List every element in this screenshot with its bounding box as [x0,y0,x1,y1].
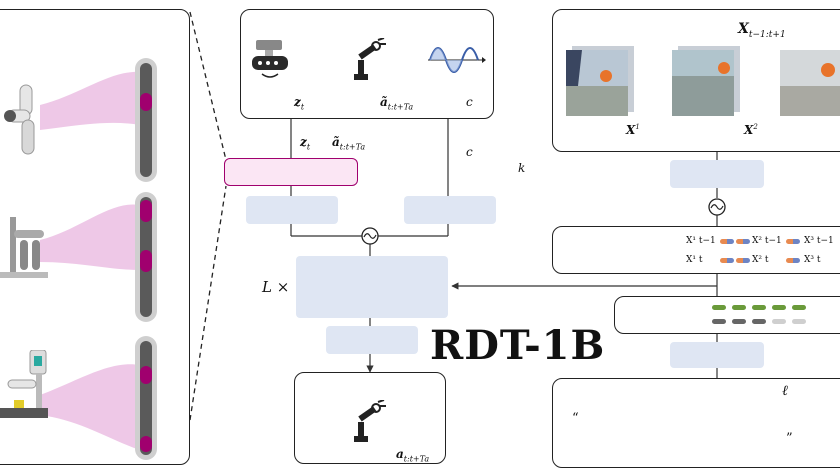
proprio-encoder-block [246,196,338,224]
frame-2-sup: 2 [753,123,758,131]
robot-arm-icon [352,37,388,82]
slot-active-1 [140,93,152,111]
sensor-icon [250,40,290,82]
token-r1-c1: X¹ t−1 [686,236,716,246]
proprio-label-2: z [300,135,307,149]
token-pill-r1-3 [786,239,800,244]
lang-token-grey-4 [772,319,786,324]
slot-active-2a [140,200,152,222]
instruction-symbol: ℓ [782,383,788,399]
token-pill-r1-1 [720,239,734,244]
slot-active-3b [140,436,152,452]
robot-humanoid-arm [0,80,48,160]
control-encoder-block [404,196,496,224]
output-head-block [326,326,418,354]
proprio-sub: t [300,102,305,112]
language-input-panel [552,378,840,468]
action-sub: t:t+Ta [387,102,414,112]
token-r1-c2: X² t−1 [752,236,782,246]
lang-token-green-3 [752,305,766,310]
action-label: ã [380,95,388,109]
lang-token-grey-2 [732,319,746,324]
token-r2-c2: X² t [752,255,769,265]
token-pill-r2-2 [736,258,750,263]
token-pill-r2-1 [720,258,734,263]
output-robot-arm-icon [352,399,388,444]
robot-dual-arm-station [0,212,48,292]
action-sub-2: t:t+Ta [339,142,366,152]
zoom-line-bottom [189,185,227,421]
action-label-2: ã [332,135,340,149]
lang-token-grey-1 [712,319,726,324]
repeat-label: L × [262,278,290,296]
token-pill-r2-3 [786,258,800,263]
vision-encoder-block [670,160,764,188]
control-label: c [466,95,473,109]
mapping-band-2 [40,204,140,270]
lang-token-green-1 [712,305,726,310]
action-encoder-block [224,158,358,186]
language-tokens-panel [614,296,840,334]
sine-wave-icon [428,40,486,80]
proprio-sub-2: t [306,142,311,152]
camera-frame-1 [566,46,636,116]
slot-active-2b [140,250,152,272]
model-title: RDT-1B [430,322,606,369]
camera-frame-2 [672,46,742,116]
mapping-band-3 [40,364,140,450]
vision-header-sub: t−1:t+1 [748,29,786,40]
lang-token-green-2 [732,305,746,310]
lang-token-green-4 [772,305,786,310]
language-encoder-block [670,342,764,368]
token-r2-c3: X³ t [804,255,821,265]
transformer-block [296,256,448,318]
slot-active-3a [140,366,152,384]
vision-tokens-panel [552,226,840,274]
frame-1-sup: 1 [635,123,640,131]
lang-token-grey-3 [752,319,766,324]
quote-close: ” [786,431,793,446]
frame-1-label: X [626,123,636,137]
token-pill-r1-2 [736,239,750,244]
lang-token-green-5 [792,305,806,310]
output-label: a [396,447,404,461]
robot-mobile-manipulator [0,349,48,440]
quote-open: “ [572,411,579,426]
token-r1-c3: X³ t−1 [804,236,834,246]
output-panel [294,372,446,464]
frame-2-label: X [744,123,754,137]
zoom-line-top [189,11,227,161]
mapping-band-1 [40,71,140,130]
proprio-label: z [294,95,301,109]
k-label: k [518,161,526,175]
camera-frame-3 [780,46,840,116]
control-label-2: c [466,145,473,159]
vision-header: X [738,21,749,37]
output-sub: t:t+Ta [403,454,430,464]
token-r2-c1: X¹ t [686,255,703,265]
lang-token-grey-5 [792,319,806,324]
slot-bar-1-inner [140,63,152,177]
